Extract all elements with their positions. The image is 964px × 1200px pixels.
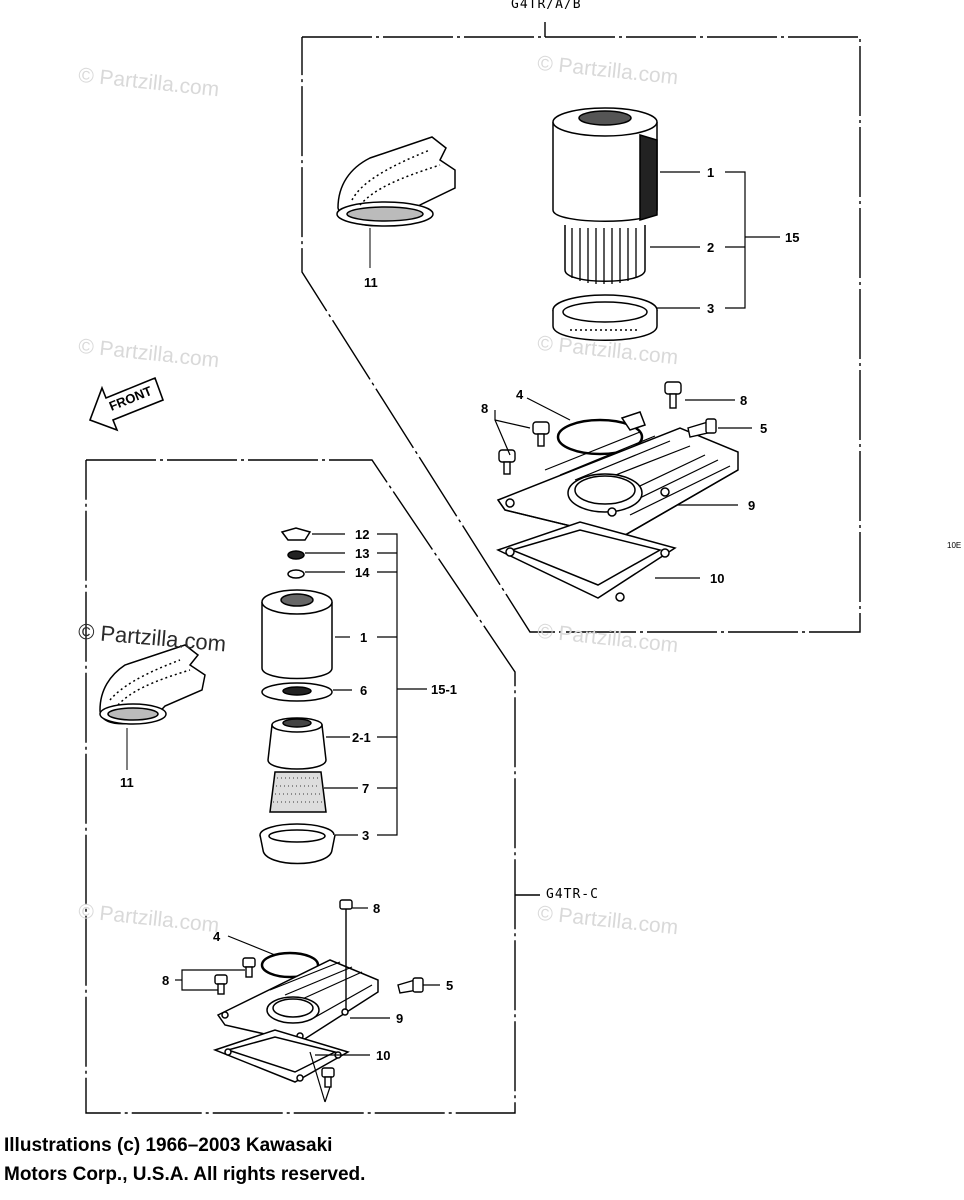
page-marker: 10E	[947, 541, 962, 550]
bottom-label-1: 1	[360, 630, 368, 645]
top-label-3: 3	[707, 301, 715, 316]
top-label-1: 1	[707, 165, 715, 180]
bottom-label-4: 4	[213, 929, 221, 944]
top-leader-lines	[650, 171, 780, 309]
bottom-part-11-elbow	[99, 644, 206, 770]
bottom-label-12: 12	[355, 527, 370, 542]
top-group-frame	[301, 22, 861, 633]
top-clamp-plate	[496, 411, 739, 602]
bottom-clamp-plate	[212, 951, 379, 1083]
group-label-bottom: G4TR-C	[546, 887, 599, 902]
bottom-leader-lines-lower	[175, 907, 440, 1103]
bottom-leader-lines	[305, 533, 427, 836]
bottom-label-3: 3	[362, 828, 370, 843]
top-label-8-right: 8	[740, 393, 748, 408]
top-label-8-left: 8	[481, 401, 489, 416]
top-label-10: 10	[710, 571, 725, 586]
top-label-2: 2	[707, 240, 715, 255]
copyright-line-1: Illustrations (c) 1966–2003 Kawasaki	[4, 1135, 333, 1156]
top-air-filter	[552, 107, 658, 341]
top-part-11-elbow	[336, 136, 456, 268]
top-label-11: 11	[364, 275, 378, 290]
bottom-label-8-top: 8	[373, 901, 381, 916]
copyright-line-2: Motors Corp., U.S.A. All rights reserved…	[4, 1164, 366, 1185]
bottom-label-2-1: 2-1	[352, 730, 371, 745]
top-leader-lines-lower	[494, 397, 752, 579]
top-label-4: 4	[516, 387, 524, 402]
bottom-label-11: 11	[120, 775, 134, 790]
top-label-5: 5	[760, 421, 768, 436]
bottom-bolts	[214, 899, 424, 1088]
bottom-label-15-1: 15-1	[431, 682, 458, 697]
front-arrow	[88, 376, 165, 432]
bottom-label-6: 6	[360, 683, 368, 698]
bottom-label-8-left: 8	[162, 973, 170, 988]
bottom-air-filter	[259, 527, 336, 865]
group-label-top: G4TR/A/B	[511, 0, 582, 12]
bottom-label-7: 7	[362, 781, 370, 796]
bottom-label-14: 14	[355, 565, 370, 580]
bottom-label-5: 5	[446, 978, 454, 993]
bottom-label-9: 9	[396, 1011, 404, 1026]
top-bolts	[498, 381, 717, 475]
top-label-15: 15	[785, 230, 800, 245]
bottom-label-10: 10	[376, 1048, 391, 1063]
top-label-9: 9	[748, 498, 756, 513]
bottom-label-13: 13	[355, 546, 370, 561]
bottom-group-frame	[85, 459, 540, 1114]
